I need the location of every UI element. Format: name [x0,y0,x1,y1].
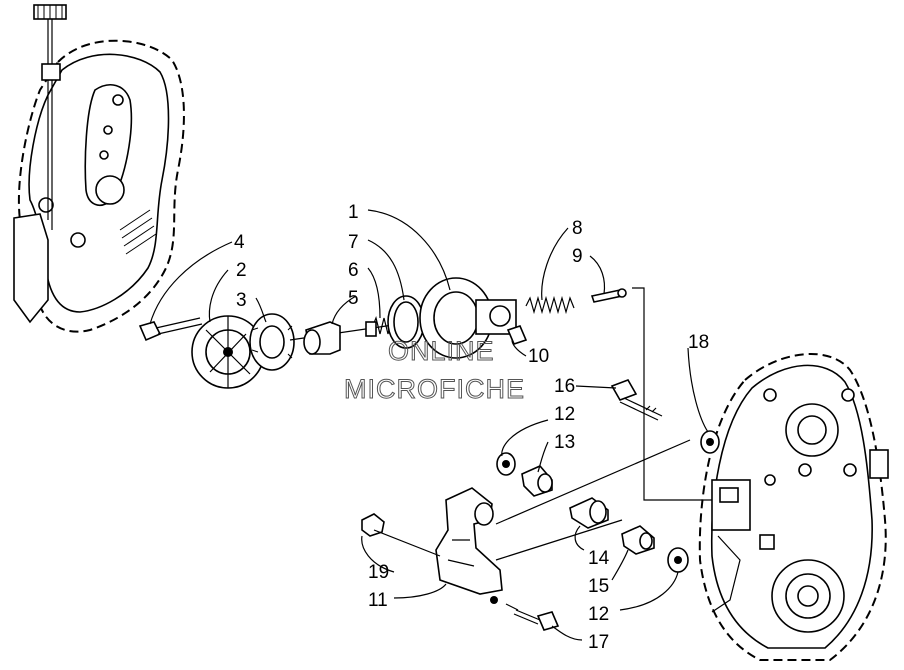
washer-12-bottom [667,547,689,573]
callout-labels: 1 2 3 4 5 6 7 8 9 10 11 12 12 13 14 15 1… [234,202,709,653]
callout-17: 17 [588,632,609,653]
o-ring-7 [387,295,425,349]
pin-9 [590,288,627,303]
spacer-14 [569,497,609,529]
callout-2: 2 [236,260,247,281]
washer-12-top [496,452,516,476]
bolt-16 [610,379,663,421]
right-chaincase [698,353,889,661]
spring-8 [525,295,575,315]
callout-12-top: 12 [554,404,575,425]
sprocket-3 [249,313,295,371]
bushing-5 [303,321,341,355]
bolt-4 [138,317,203,342]
callout-1: 1 [348,202,359,223]
tensioner-arm-11 [435,487,503,604]
callout-19: 19 [368,562,389,583]
callout-5: 5 [348,288,359,309]
tensioner-bracket-2 [191,315,265,389]
tensioner-housing-1 [419,277,517,359]
callout-7: 7 [348,232,359,253]
leader-lines [149,209,712,641]
left-chaincase-cover [13,4,185,333]
callout-6: 6 [348,260,359,281]
watermark-line-2: MICROFICHE [344,374,525,404]
callout-14: 14 [588,548,610,569]
callout-16: 16 [554,376,575,397]
spacer-15 [621,525,655,555]
watermark: ONLINE MICROFICHE [344,336,525,405]
washer-18 [700,430,720,454]
callout-4: 4 [234,232,245,253]
bolt-17 [513,609,560,631]
callout-9: 9 [572,246,583,267]
callout-8: 8 [572,218,583,239]
spacer-13 [521,465,553,497]
callout-11: 11 [368,590,388,611]
watermark-line-1: ONLINE [388,336,495,366]
callout-12-bottom: 12 [588,604,609,625]
nut-19 [361,513,385,537]
callout-3: 3 [236,290,247,311]
bolt-10 [506,325,528,345]
callout-18: 18 [688,332,709,353]
callout-10: 10 [528,346,549,367]
callout-15: 15 [588,576,609,597]
callout-13: 13 [554,432,575,453]
